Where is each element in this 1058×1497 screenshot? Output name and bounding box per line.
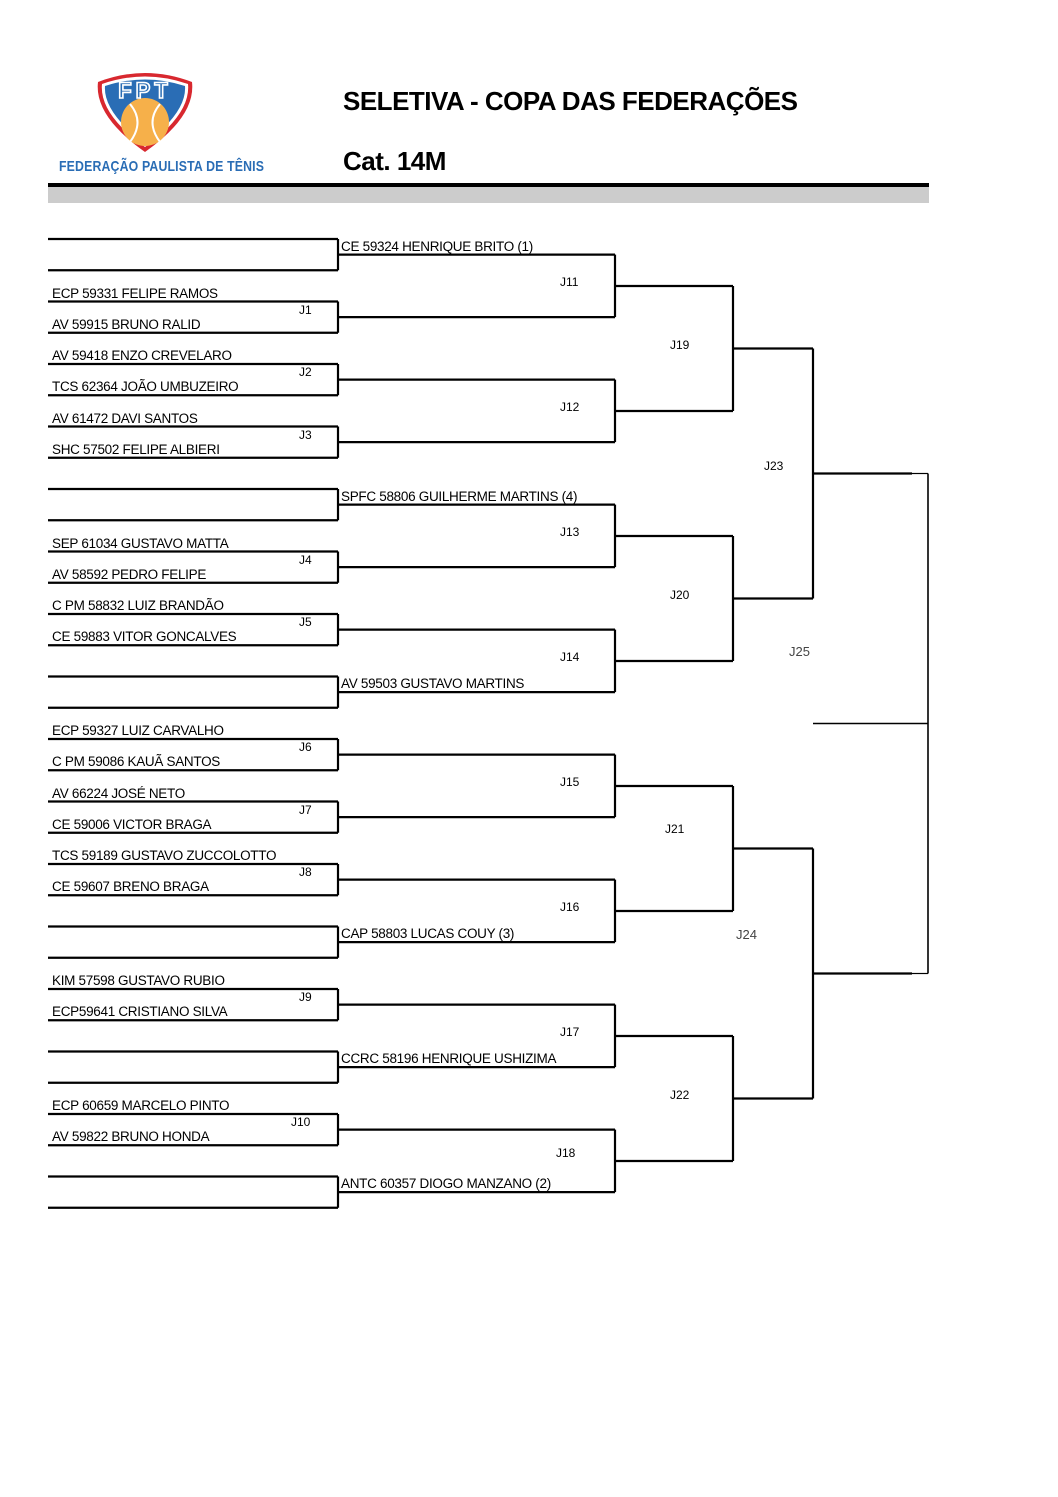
- player-name: TCS 62364 JOÃO UMBUZEIRO: [52, 379, 239, 395]
- match-label: J3: [299, 427, 312, 442]
- match-label: J19: [670, 337, 690, 352]
- seeded-player-name: CAP 58803 LUCAS COUY (3): [341, 926, 515, 942]
- category-label: Cat. 14M: [343, 146, 446, 176]
- match-label: J9: [299, 990, 312, 1004]
- player-name: ECP 59327 LUIZ CARVALHO: [52, 723, 224, 738]
- match-label: J16: [560, 900, 580, 914]
- match-label: J13: [560, 525, 580, 539]
- match-label: J18: [556, 1146, 576, 1160]
- match-label: J5: [299, 615, 312, 629]
- page-title: SELETIVA - COPA DAS FEDERAÇÕES: [343, 86, 798, 116]
- logo-text: FEDERAÇÃO PAULISTA DE TÊNIS: [59, 158, 265, 175]
- match-label: J6: [299, 740, 312, 754]
- player-name: AV 59822 BRUNO HONDA: [52, 1129, 210, 1145]
- seeded-player-name: ANTC 60357 DIOGO MANZANO (2): [341, 1176, 551, 1192]
- player-name: SHC 57502 FELIPE ALBIERI: [52, 441, 220, 457]
- match-label: J2: [299, 365, 312, 379]
- header-band: [48, 187, 929, 203]
- seeded-player-name: AV 59503 GUSTAVO MARTINS: [341, 676, 525, 692]
- match-label: J20: [670, 587, 690, 602]
- player-name: ECP 59331 FELIPE RAMOS: [52, 285, 218, 301]
- header-divider: [48, 183, 929, 187]
- seeded-player-name: CE 59324 HENRIQUE BRITO (1): [341, 238, 533, 254]
- player-name: AV 59915 BRUNO RALID: [52, 316, 201, 332]
- match-label: J14: [560, 650, 580, 664]
- player-name: AV 59418 ENZO CREVELARO: [52, 348, 232, 363]
- player-name: AV 66224 JOSÉ NETO: [52, 785, 185, 801]
- match-label: J15: [560, 775, 580, 789]
- player-name: CE 59607 BRENO BRAGA: [52, 879, 209, 895]
- player-name: CE 59883 VITOR GONCALVES: [52, 629, 237, 645]
- player-name: CE 59006 VICTOR BRAGA: [52, 816, 212, 832]
- match-label: J23: [764, 459, 784, 473]
- match-label: J22: [670, 1087, 690, 1102]
- match-label: J21: [665, 821, 685, 836]
- match-label: J1: [299, 302, 312, 317]
- match-label: J17: [560, 1025, 580, 1039]
- match-label: J12: [560, 400, 580, 414]
- player-name: C PM 58832 LUIZ BRANDÃO: [52, 598, 224, 613]
- match-label: J24: [736, 927, 757, 942]
- seeded-player-name: CCRC 58196 HENRIQUE USHIZIMA: [341, 1051, 557, 1067]
- svg-text:FPT: FPT: [118, 78, 172, 103]
- player-name: ECP59641 CRISTIANO SILVA: [52, 1004, 228, 1020]
- player-name: KIM 57598 GUSTAVO RUBIO: [52, 973, 225, 988]
- match-label: J11: [560, 275, 579, 289]
- fpt-shield-icon: FPT: [97, 73, 193, 152]
- match-label: J10: [291, 1115, 311, 1129]
- player-name: ECP 60659 MARCELO PINTO: [52, 1098, 230, 1113]
- match-label: J7: [299, 802, 312, 817]
- player-name: TCS 59189 GUSTAVO ZUCCOLOTTO: [52, 848, 277, 863]
- match-label: J8: [299, 865, 312, 879]
- player-name: AV 61472 DAVI SANTOS: [52, 410, 198, 426]
- player-name: SEP 61034 GUSTAVO MATTA: [52, 535, 229, 551]
- player-name: C PM 59086 KAUÃ SANTOS: [52, 754, 220, 770]
- fpt-logo: FPT: [92, 68, 198, 159]
- player-name: AV 58592 PEDRO FELIPE: [52, 566, 207, 582]
- match-label: J25: [789, 644, 810, 659]
- match-label: J4: [299, 552, 312, 567]
- seeded-player-name: SPFC 58806 GUILHERME MARTINS (4): [341, 488, 578, 504]
